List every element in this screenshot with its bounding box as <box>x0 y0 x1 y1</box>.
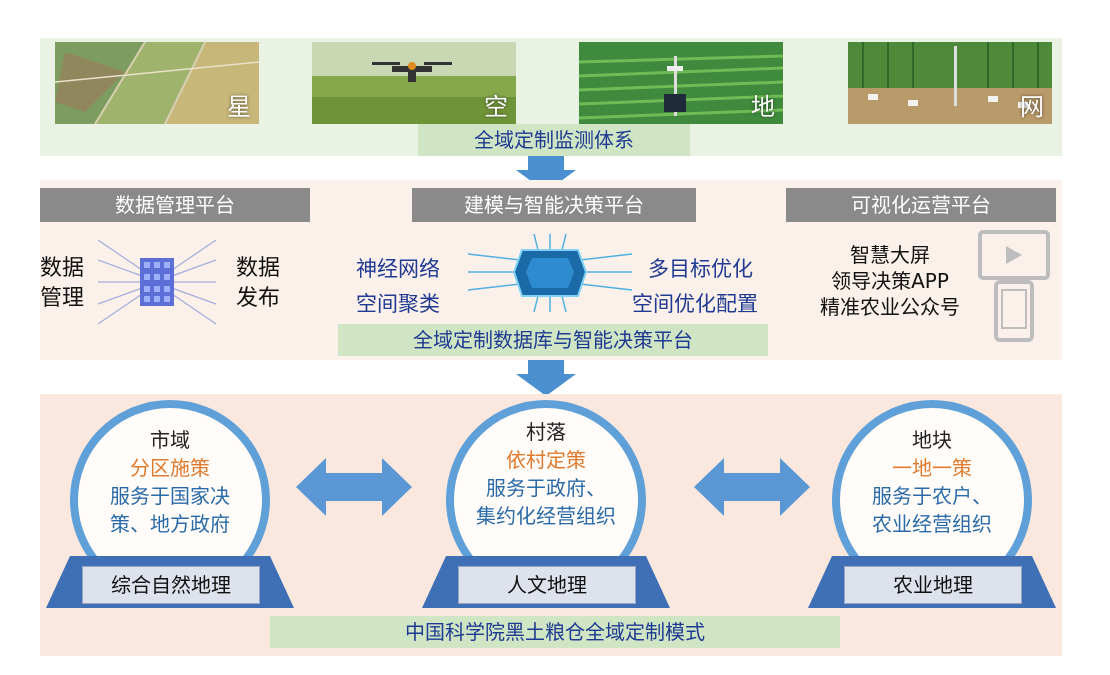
wechat-account-label: 精准农业公众号 <box>820 295 960 319</box>
data-platform-title: 数据管理平台 <box>40 188 310 222</box>
multi-objective-label: 多目标优化 <box>648 257 753 281</box>
region-strategy: 一地一策 <box>892 456 972 480</box>
data-publish-line-2: 发布 <box>236 286 281 311</box>
region-text-village: 村落 依村定策 服务于政府、 集约化经营组织 <box>436 418 656 530</box>
satellite-photo: 星 <box>55 42 259 124</box>
photo-label-satellite: 星 <box>227 93 251 121</box>
region-service-line-2: 策、地方政府 <box>110 512 230 536</box>
visual-platform-items: 智慧大屏 领导决策APP 精准农业公众号 <box>808 242 972 320</box>
region-service-line-1: 服务于政府、 <box>486 476 606 500</box>
ground-station-photo: 地 <box>579 42 783 124</box>
network-photo: 网 <box>848 42 1052 124</box>
spatial-optimization-label: 空间优化配置 <box>632 292 758 316</box>
photo-label-air: 空 <box>484 93 508 121</box>
monitoring-system-title: 全域定制监测体系 <box>418 124 690 156</box>
region-base-label: 人文地理 <box>458 566 636 604</box>
data-management-label: 数据 管理 <box>40 254 84 314</box>
data-publish-line-1: 数据 <box>236 256 281 281</box>
model-banner: 中国科学院黑土粮仓全域定制模式 <box>270 616 840 648</box>
neural-network-label: 神经网络 <box>356 257 440 281</box>
photo-label-ground: 地 <box>751 93 775 121</box>
region-head: 村落 <box>526 420 566 444</box>
region-service-line-1: 服务于国家决 <box>110 484 230 508</box>
database-platform-banner: 全域定制数据库与智能决策平台 <box>338 324 768 356</box>
data-hub-icon <box>98 239 216 325</box>
spatial-clustering-label: 空间聚类 <box>356 292 440 316</box>
region-text-city: 市域 分区施策 服务于国家决 策、地方政府 <box>70 426 270 538</box>
photo-label-network: 网 <box>1020 93 1044 121</box>
modeling-platform-title: 建模与智能决策平台 <box>412 188 696 222</box>
region-strategy: 依村定策 <box>506 448 586 472</box>
region-text-plot: 地块 一地一策 服务于农户、 农业经营组织 <box>832 426 1032 538</box>
data-management-line-1: 数据 <box>40 256 85 281</box>
region-service-line-1: 服务于农户、 <box>872 484 992 508</box>
region-base-label: 综合自然地理 <box>82 566 260 604</box>
region-head: 地块 <box>912 428 952 452</box>
visual-platform-title: 可视化运营平台 <box>786 188 1056 222</box>
region-service-line-2: 农业经营组织 <box>872 512 992 536</box>
down-arrow-icon <box>516 156 576 192</box>
down-arrow-icon <box>516 360 576 396</box>
double-arrow-icon <box>694 458 810 516</box>
region-service-line-2: 集约化经营组织 <box>476 504 616 528</box>
region-head: 市域 <box>150 428 190 452</box>
region-strategy: 分区施策 <box>130 456 210 480</box>
drone-photo: 空 <box>312 42 516 124</box>
region-base-label: 农业地理 <box>844 566 1022 604</box>
ai-chip-icon <box>468 234 632 312</box>
data-publish-label: 数据 发布 <box>236 254 280 314</box>
devices-icon <box>978 230 1050 342</box>
smart-screen-label: 智慧大屏 <box>850 243 930 267</box>
leader-app-label: 领导决策APP <box>831 269 949 293</box>
data-management-line-2: 管理 <box>40 286 85 311</box>
double-arrow-icon <box>296 458 412 516</box>
